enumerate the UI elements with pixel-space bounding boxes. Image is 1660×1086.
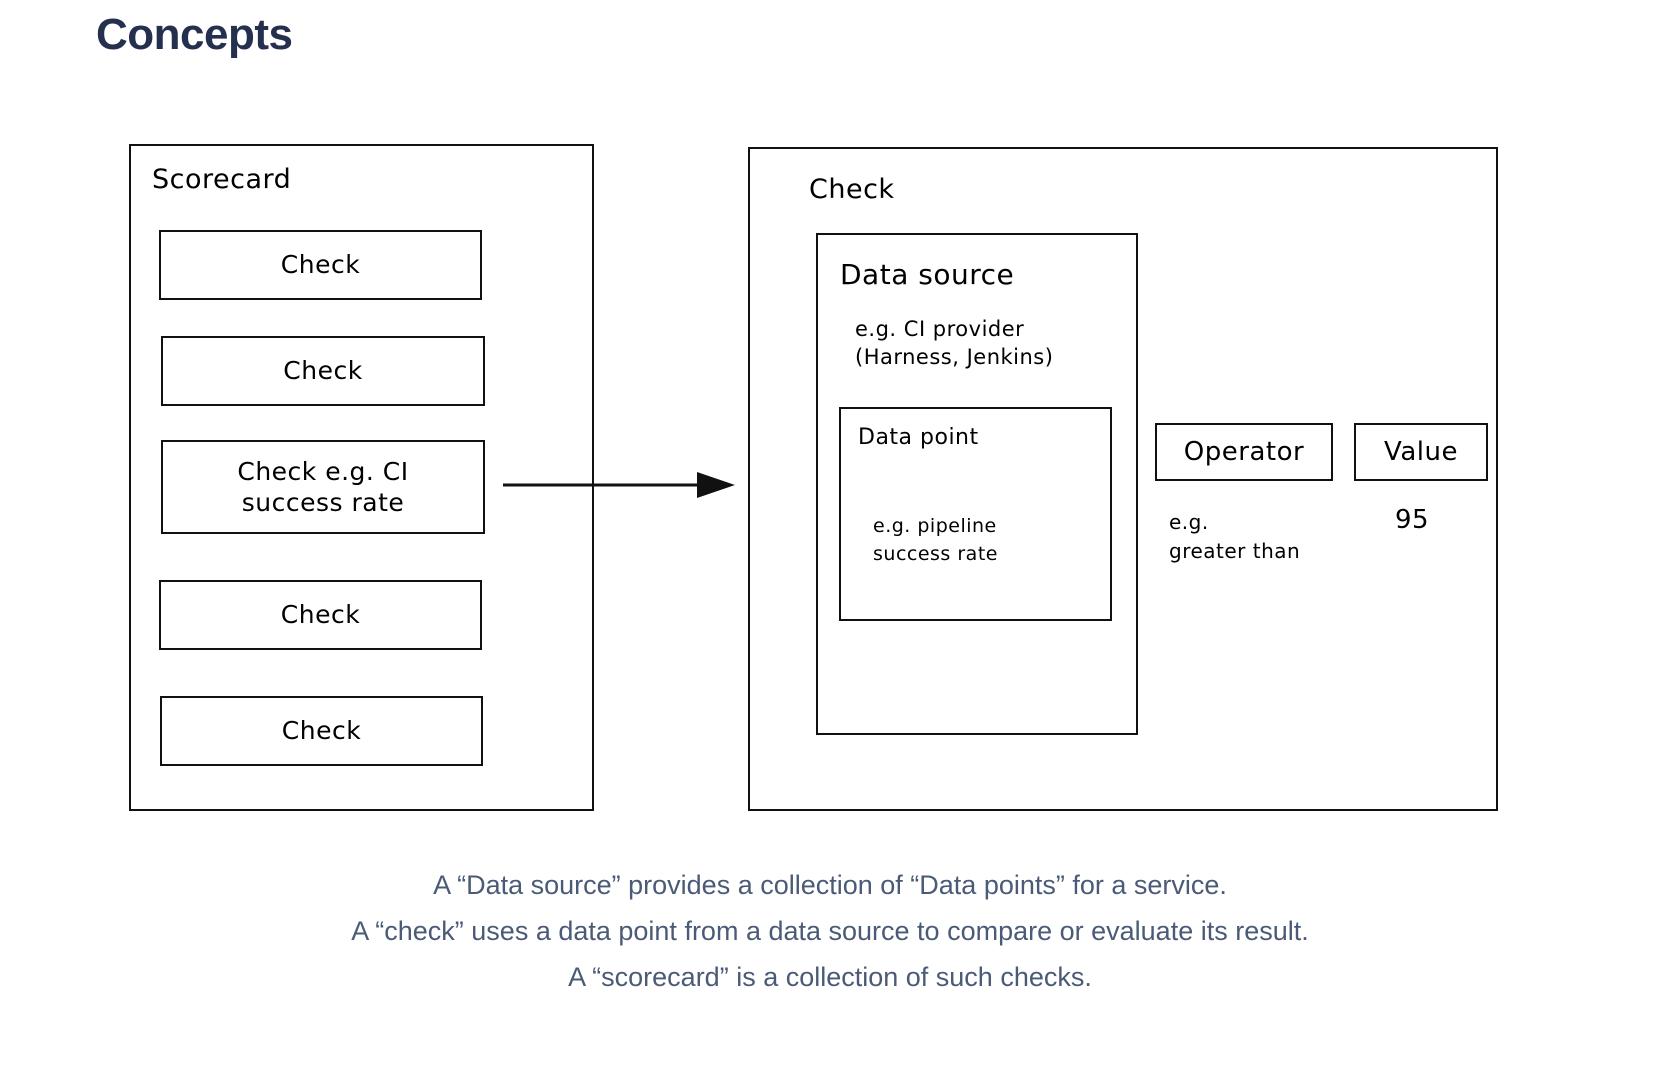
scorecard-check-label: Check: [283, 356, 363, 386]
scorecard-check-item[interactable]: Check: [159, 230, 482, 300]
scorecard-check-item[interactable]: Check: [161, 336, 485, 406]
check-title: Check: [809, 174, 895, 205]
scorecard-check-label: Check: [281, 716, 362, 746]
scorecard-check-item[interactable]: Check: [159, 580, 482, 650]
caption: A “Data source” provides a collection of…: [0, 862, 1660, 1000]
caption-line: A “check” uses a data point from a data …: [351, 916, 1309, 946]
operator-example: e.g. greater than: [1169, 510, 1301, 563]
scorecard-check-item-ci-success-rate[interactable]: Check e.g. CI success rate: [161, 440, 485, 534]
data-source-example: e.g. CI provider (Harness, Jenkins): [855, 317, 1054, 370]
operator-box[interactable]: Operator: [1155, 423, 1333, 481]
scorecard-check-label: Check: [280, 250, 361, 280]
scorecard-title: Scorecard: [152, 164, 292, 195]
data-point-container: [839, 407, 1112, 621]
scorecard-check-label: Check: [280, 600, 361, 630]
data-point-title: Data point: [858, 425, 979, 450]
caption-line: A “Data source” provides a collection of…: [433, 870, 1227, 900]
scorecard-check-label: Check e.g. CI success rate: [237, 456, 409, 517]
value-label: Value: [1384, 437, 1458, 467]
operator-label: Operator: [1183, 437, 1305, 467]
scorecard-check-item[interactable]: Check: [160, 696, 483, 766]
concepts-diagram: Scorecard Check Check Check e.g. CI succ…: [129, 144, 1498, 811]
page-title: Concepts: [96, 10, 293, 59]
value-box[interactable]: Value: [1354, 423, 1488, 481]
caption-line: A “scorecard” is a collection of such ch…: [568, 962, 1092, 992]
data-point-example: e.g. pipeline success rate: [873, 515, 998, 565]
data-source-title: Data source: [840, 258, 1015, 291]
value-example: 95: [1395, 505, 1430, 535]
arrow-right-icon: [503, 472, 735, 498]
